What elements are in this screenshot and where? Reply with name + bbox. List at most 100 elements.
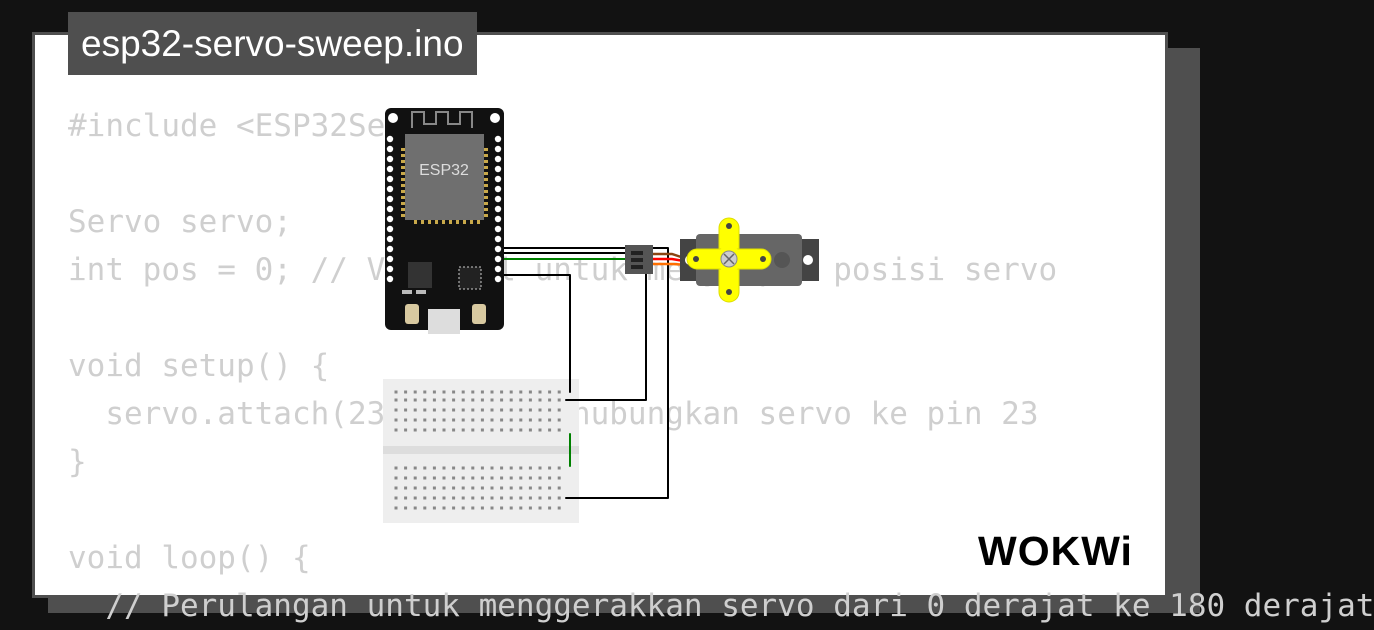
breadboard-hole bbox=[461, 506, 465, 510]
breadboard-hole bbox=[432, 398, 436, 402]
breadboard-hole bbox=[413, 390, 417, 394]
breadboard-hole bbox=[442, 398, 446, 402]
breadboard-hole bbox=[404, 486, 408, 490]
breadboard[interactable] bbox=[383, 379, 579, 523]
module-pad bbox=[456, 220, 459, 224]
breadboard-hole bbox=[548, 408, 552, 412]
breadboard-hole bbox=[528, 476, 532, 480]
breadboard-hole bbox=[538, 408, 542, 412]
breadboard-hole bbox=[471, 408, 475, 412]
enable-button[interactable] bbox=[472, 304, 486, 324]
breadboard-hole bbox=[404, 390, 408, 394]
servo-connector bbox=[625, 245, 691, 274]
pin-hole bbox=[494, 275, 502, 283]
breadboard-hole bbox=[432, 486, 436, 490]
breadboard-hole bbox=[509, 390, 513, 394]
breadboard-hole bbox=[461, 496, 465, 500]
pin-hole bbox=[494, 225, 502, 233]
breadboard-hole bbox=[500, 418, 504, 422]
breadboard-hole bbox=[394, 486, 398, 490]
breadboard-hole bbox=[432, 466, 436, 470]
breadboard-hole bbox=[432, 476, 436, 480]
breadboard-hole bbox=[471, 496, 475, 500]
breadboard-hole bbox=[432, 428, 436, 432]
breadboard-hole bbox=[423, 408, 427, 412]
breadboard-hole bbox=[394, 428, 398, 432]
breadboard-hole bbox=[509, 428, 513, 432]
breadboard-hole bbox=[509, 418, 513, 422]
breadboard-hole bbox=[413, 466, 417, 470]
breadboard-hole bbox=[442, 428, 446, 432]
breadboard-hole bbox=[423, 486, 427, 490]
servo-motor[interactable] bbox=[680, 217, 819, 303]
pin-hole bbox=[386, 235, 394, 243]
breadboard-hole bbox=[557, 398, 561, 402]
mount-hole bbox=[388, 113, 398, 123]
breadboard-hole bbox=[538, 506, 542, 510]
breadboard-hole bbox=[519, 418, 523, 422]
breadboard-hole bbox=[528, 398, 532, 402]
breadboard-hole bbox=[452, 408, 456, 412]
module-pad bbox=[401, 202, 405, 205]
breadboard-hole bbox=[548, 398, 552, 402]
module-pad bbox=[484, 166, 488, 169]
breadboard-hole bbox=[538, 496, 542, 500]
project-title[interactable]: esp32-servo-sweep.ino bbox=[68, 12, 477, 75]
breadboard-hole bbox=[528, 408, 532, 412]
breadboard-hole bbox=[452, 466, 456, 470]
breadboard-hole bbox=[480, 398, 484, 402]
breadboard-hole bbox=[509, 408, 513, 412]
pin-hole bbox=[386, 195, 394, 203]
breadboard-hole bbox=[404, 496, 408, 500]
breadboard-hole bbox=[557, 506, 561, 510]
pin-hole bbox=[386, 135, 394, 143]
pin-hole bbox=[494, 175, 502, 183]
module-pad bbox=[435, 220, 438, 224]
breadboard-hole bbox=[490, 390, 494, 394]
breadboard-hole bbox=[548, 390, 552, 394]
breadboard-hole bbox=[490, 398, 494, 402]
breadboard-hole bbox=[404, 398, 408, 402]
breadboard-hole bbox=[509, 486, 513, 490]
breadboard-hole bbox=[528, 428, 532, 432]
breadboard-hole bbox=[490, 486, 494, 490]
breadboard-hole bbox=[442, 408, 446, 412]
breadboard-hole bbox=[557, 408, 561, 412]
wokwi-logo[interactable]: WOKWi bbox=[978, 528, 1133, 574]
breadboard-hole bbox=[480, 418, 484, 422]
breadboard-hole bbox=[423, 390, 427, 394]
esp32-board[interactable]: ESP32 bbox=[385, 108, 504, 334]
breadboard-hole bbox=[413, 418, 417, 422]
breadboard-hole bbox=[480, 476, 484, 480]
breadboard-hole bbox=[490, 418, 494, 422]
breadboard-hole bbox=[528, 466, 532, 470]
breadboard-hole bbox=[528, 496, 532, 500]
breadboard-hole bbox=[452, 506, 456, 510]
servo-horn[interactable] bbox=[686, 217, 772, 303]
breadboard-hole bbox=[480, 506, 484, 510]
breadboard-hole bbox=[557, 476, 561, 480]
module-pad bbox=[449, 220, 452, 224]
breadboard-hole bbox=[538, 398, 542, 402]
breadboard-hole bbox=[394, 408, 398, 412]
breadboard-hole bbox=[404, 506, 408, 510]
code-line: void setup() { bbox=[68, 348, 330, 384]
breadboard-hole bbox=[538, 476, 542, 480]
module-pad bbox=[401, 166, 405, 169]
breadboard-hole bbox=[413, 506, 417, 510]
module-pad bbox=[428, 220, 431, 224]
module-pad bbox=[477, 220, 480, 224]
pin-hole bbox=[386, 175, 394, 183]
breadboard-hole bbox=[500, 390, 504, 394]
breadboard-hole bbox=[480, 466, 484, 470]
breadboard-hole bbox=[519, 390, 523, 394]
boot-button[interactable] bbox=[405, 304, 419, 324]
breadboard-hole bbox=[548, 476, 552, 480]
breadboard-hole bbox=[394, 476, 398, 480]
breadboard-hole bbox=[442, 486, 446, 490]
pin-hole bbox=[386, 275, 394, 283]
breadboard-hole bbox=[500, 466, 504, 470]
breadboard-hole bbox=[557, 418, 561, 422]
breadboard-hole bbox=[500, 408, 504, 412]
breadboard-hole bbox=[442, 506, 446, 510]
